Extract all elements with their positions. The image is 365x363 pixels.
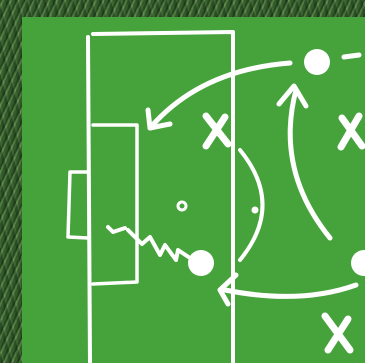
goal-area-line [93, 125, 137, 284]
player-circle [304, 49, 330, 75]
cross-marker [206, 116, 228, 146]
player-circle [351, 250, 365, 276]
dashed-line [344, 55, 359, 57]
run-arrow-bottom [225, 285, 356, 296]
dribble-arrow-head [108, 227, 125, 232]
cross-marker [325, 316, 350, 350]
player-circle [188, 250, 214, 276]
penalty-spot [178, 202, 186, 210]
goal-line [68, 172, 88, 238]
cross-marker [341, 116, 362, 147]
penalty-arc [240, 150, 263, 260]
run-arrow-right [290, 90, 330, 238]
